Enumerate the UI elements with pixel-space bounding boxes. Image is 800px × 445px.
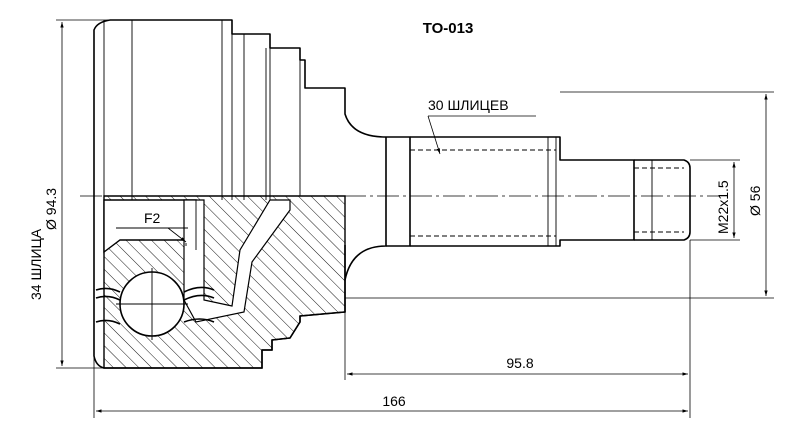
outer-diameter-label: Ø 94.3 — [43, 188, 59, 230]
total-length-label: 166 — [382, 393, 406, 409]
thread-label: M22x1.5 — [715, 180, 731, 234]
spline-length-label: 95.8 — [506, 355, 533, 371]
dim-spline-length — [344, 240, 691, 418]
leader-flange — [146, 227, 187, 243]
leader-inner-splines — [427, 115, 536, 155]
dim-total-length — [93, 356, 688, 418]
threaded-end — [634, 159, 691, 241]
dim-shaft-diameter — [345, 91, 774, 299]
bearing-ball — [116, 268, 188, 340]
flange-label: F2 — [144, 210, 161, 226]
dim-thread — [690, 159, 740, 241]
part-number-title: TO-013 — [423, 20, 474, 37]
shaft-diameter-label: Ø 56 — [747, 185, 763, 216]
outer-splines-label: 34 ШЛИЦА — [28, 228, 44, 300]
dim-outer-diameter — [56, 19, 110, 369]
inner-splines-label: 30 ШЛИЦЕВ — [428, 97, 509, 113]
splined-shaft — [344, 136, 635, 281]
